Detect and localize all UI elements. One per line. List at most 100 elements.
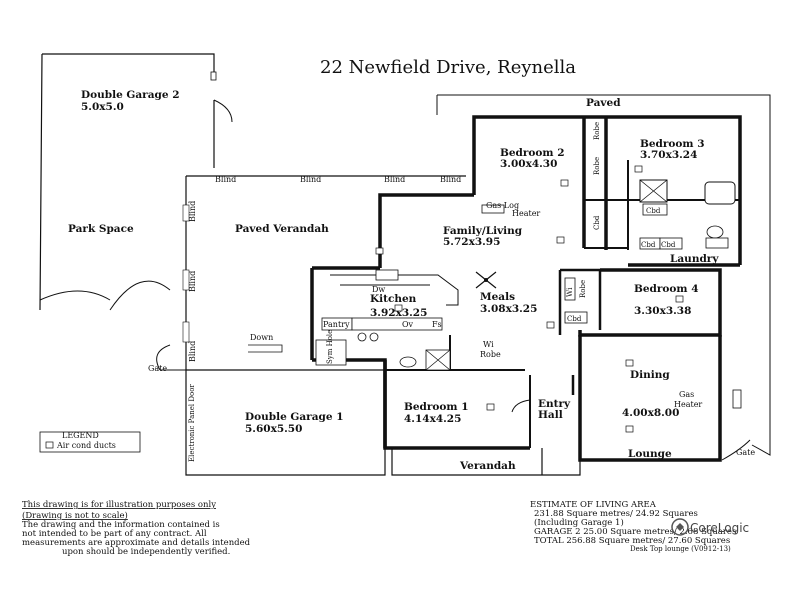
steps-down-icon [248, 344, 283, 353]
bedroom-1-label: Bedroom 1 [404, 401, 469, 413]
cbd-label-3: Cbd [641, 241, 656, 249]
cooktop-icon [375, 269, 399, 281]
corelogic-logo-icon [671, 518, 689, 536]
estimate-line-3: GARAGE 2 25.00 Square metres/ 2.68 Squar… [534, 527, 736, 537]
cbd-box-1 [642, 203, 668, 216]
ceiling-fan-hub [484, 278, 488, 282]
door-swing [511, 399, 531, 413]
air-duct-icon [675, 295, 684, 303]
lounge-label: Lounge [628, 448, 672, 460]
robe-label-b4: Robe [579, 280, 587, 298]
laundry-label: Laundry [670, 253, 719, 265]
disclaimer-line-3: The drawing and the information containe… [22, 520, 220, 530]
window-marker-3 [182, 321, 190, 343]
fs-label: Fs [432, 320, 442, 329]
cbd-box-3 [659, 237, 683, 250]
kitchen-counter [351, 317, 443, 331]
robe-label-1: Robe [593, 122, 601, 140]
corelogic-watermark: CoreLogic [671, 518, 749, 536]
disclaimer-line-2: (Drawing is not to scale) [22, 510, 128, 521]
cbd-box-4 [564, 311, 588, 324]
air-duct-icon [45, 441, 54, 449]
paved-verandah-label: Paved Verandah [235, 223, 329, 235]
sym-hole-label: Sym Hole [326, 330, 334, 364]
cbd-label-4: Cbd [661, 241, 676, 249]
air-duct-icon [394, 304, 403, 312]
gate-label-right: Gate [736, 448, 755, 457]
bedroom-2-label: Bedroom 2 [500, 147, 565, 159]
gas-log-label: Gas Log [486, 201, 519, 210]
down-label: Down [250, 333, 273, 342]
cbd-label-1: Cbd [593, 215, 601, 230]
blind-label-5: Blind [188, 201, 197, 222]
spa-icon [315, 339, 347, 366]
ensuite-basin-icon [399, 356, 417, 368]
gate-swing-right [721, 439, 751, 461]
verandah-label: Verandah [459, 460, 516, 472]
robe-label-b1: Robe [480, 350, 501, 359]
air-duct-icon [560, 179, 569, 187]
legend-item: Air cond ducts [56, 441, 116, 450]
bedroom-3-size: 3.70x3.24 [640, 149, 697, 161]
pantry-label: Pantry [323, 320, 350, 329]
lounge-size: 4.00x8.00 [622, 407, 679, 419]
hall-label: Hall [538, 409, 563, 421]
meals-label: Meals [480, 291, 515, 303]
wi-box [564, 277, 576, 301]
electronic-panel-door-label: Electronic Panel Door [188, 384, 196, 462]
legend-title: LEGEND [62, 431, 99, 440]
air-duct-icon [546, 321, 555, 329]
family-living-size: 5.72x3.95 [443, 236, 500, 248]
gas-log-heater-icon [481, 204, 505, 214]
house-walls [185, 115, 742, 476]
blind-label-3: Blind [384, 175, 405, 184]
estimate-line-4: TOTAL 256.88 Square metres/ 27.60 Square… [534, 536, 730, 546]
bedroom-2-size: 3.00x4.30 [500, 158, 557, 170]
gas-heater-label-2: Heater [674, 400, 702, 409]
family-living-label: Family/Living [443, 225, 523, 237]
air-duct-icon [625, 359, 634, 367]
entry-label: Entry [538, 398, 571, 410]
wi-label-b1: Wi [483, 340, 494, 349]
sink-icon [357, 332, 367, 342]
paved-label: Paved [586, 97, 621, 109]
air-duct-icon [625, 425, 634, 433]
gate-label-left: Gate [148, 364, 167, 373]
air-duct-icon [375, 247, 384, 255]
fence-line [436, 94, 771, 456]
air-duct-icon [486, 403, 495, 411]
window-marker-2 [182, 269, 190, 291]
blind-label-2: Blind [300, 175, 321, 184]
disclaimer-line-5: measurements are approximate and details… [22, 538, 251, 548]
kitchen-label: Kitchen [370, 293, 417, 305]
blind-label-6: Blind [188, 271, 197, 292]
basin-icon [705, 237, 729, 249]
double-garage-2-label: Double Garage 2 [81, 89, 180, 101]
bedroom-3-label: Bedroom 3 [640, 138, 705, 150]
cbd-label-2: Cbd [646, 207, 661, 215]
kitchen-bench [330, 274, 459, 306]
estimate-credit: Desk Top lounge (V0912-13) [630, 545, 731, 553]
disclaimer-line-6: upon should be independently verified. [62, 547, 230, 557]
shower-cross-icon [425, 349, 451, 371]
gas-heater-label-1: Gas [679, 390, 694, 399]
double-garage-2-outline [39, 53, 233, 311]
bedroom-4-size: 3.30x3.38 [634, 305, 691, 317]
estimate-heading: ESTIMATE OF LIVING AREA [530, 500, 657, 510]
bedroom-4-label: Bedroom 4 [634, 283, 699, 295]
shower-cross-icon [639, 179, 668, 203]
air-duct-icon [634, 165, 643, 173]
estimate-line-2: (Including Garage 1) [534, 517, 624, 528]
double-garage-1-label: Double Garage 1 [245, 411, 344, 423]
plan-title: 22 Newfield Drive, Reynella [320, 57, 576, 78]
estimate-line-1: 231.88 Square metres/ 24.92 Squares [534, 509, 698, 519]
kitchen-size: 3.92x3.25 [370, 307, 427, 319]
disclaimer-line-1: This drawing is for illustration purpose… [22, 500, 216, 510]
air-duct-icon [556, 236, 565, 244]
corelogic-brand: CoreLogic [690, 521, 749, 535]
ov-label: Ov [402, 320, 414, 329]
cbd-label-5: Cbd [567, 315, 582, 323]
blind-label-7: Blind [188, 341, 197, 362]
dw-label: Dw [372, 285, 385, 294]
